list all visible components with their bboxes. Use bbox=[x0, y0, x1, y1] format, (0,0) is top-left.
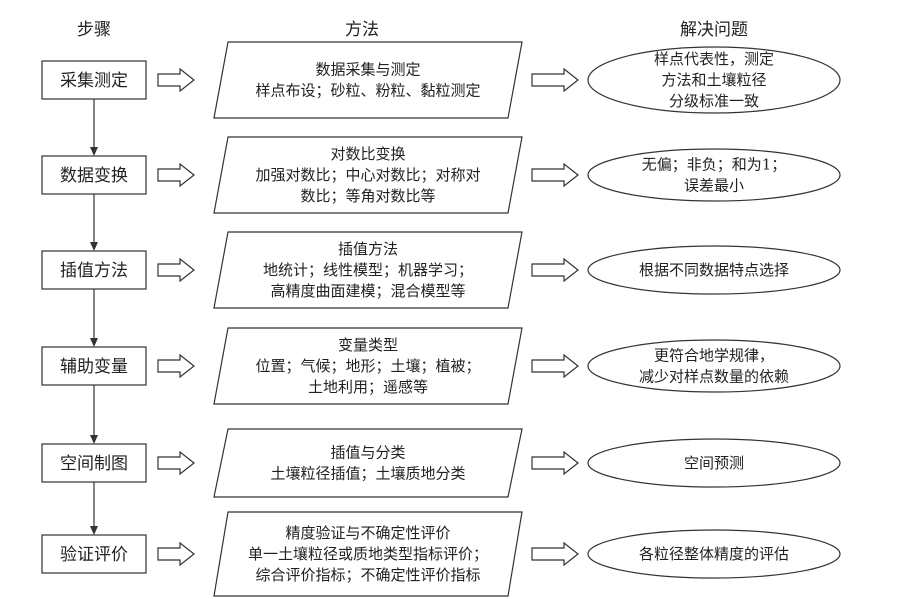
open-arrow-icon bbox=[531, 257, 579, 283]
step-label: 空间制图 bbox=[60, 454, 128, 474]
arrowhead-down-icon bbox=[90, 526, 98, 535]
method-box bbox=[213, 511, 523, 597]
method-text-line: 数比；等角对数比等 bbox=[300, 187, 435, 205]
open-arrow-icon bbox=[157, 162, 195, 188]
open-arrow-icon bbox=[531, 162, 579, 188]
step-label: 插值方法 bbox=[60, 261, 128, 281]
step-box bbox=[41, 346, 147, 386]
method-text-line: 插值与分类 bbox=[330, 444, 405, 462]
problem-text-line: 样点代表性，测定 bbox=[654, 50, 774, 68]
problem-ellipse bbox=[587, 148, 841, 202]
method-text-line: 地统计；线性模型；机器学习； bbox=[263, 261, 473, 279]
problem-text-line: 分级标准一致 bbox=[669, 92, 759, 110]
arrowhead-down-icon bbox=[90, 338, 98, 347]
method-text-line: 单一土壤粒径或质地类型指标评价； bbox=[248, 545, 488, 563]
open-arrow-icon bbox=[531, 541, 579, 567]
problem-text-line: 根据不同数据特点选择 bbox=[639, 261, 789, 279]
problem-ellipse bbox=[587, 339, 841, 393]
method-box bbox=[213, 231, 523, 309]
method-text-line: 加强对数比；中心对数比；对称对 bbox=[255, 166, 480, 184]
problem-text-line: 方法和土壤粒径 bbox=[661, 71, 766, 89]
method-box bbox=[213, 41, 523, 119]
step-box bbox=[41, 155, 147, 195]
method-text-line: 样点布设；砂粒、粉粒、黏粒测定 bbox=[255, 82, 480, 100]
method-text-line: 变量类型 bbox=[338, 336, 398, 354]
problem-ellipse bbox=[587, 438, 841, 488]
problem-ellipse bbox=[587, 46, 841, 114]
step-label: 辅助变量 bbox=[60, 357, 128, 377]
method-box bbox=[213, 428, 523, 498]
method-text-line: 土壤粒径插值；土壤质地分类 bbox=[270, 465, 465, 483]
problem-text-line: 各粒径整体精度的评估 bbox=[639, 545, 789, 563]
problem-text-line: 更符合地学规律， bbox=[654, 347, 774, 365]
arrowhead-down-icon bbox=[90, 147, 98, 156]
method-text-line: 高精度曲面建模；混合模型等 bbox=[270, 282, 465, 300]
arrowhead-down-icon bbox=[90, 435, 98, 444]
arrowhead-down-icon bbox=[90, 242, 98, 251]
method-text-line: 插值方法 bbox=[338, 240, 398, 258]
open-arrow-icon bbox=[157, 541, 195, 567]
method-box bbox=[213, 136, 523, 214]
step-label: 验证评价 bbox=[60, 545, 128, 565]
method-text-line: 位置；气候；地形；土壤；植被； bbox=[255, 357, 480, 375]
step-box bbox=[41, 534, 147, 574]
method-box bbox=[213, 327, 523, 405]
header-methods: 方法 bbox=[345, 20, 379, 40]
step-label: 数据变换 bbox=[60, 166, 128, 186]
problem-ellipse bbox=[587, 245, 841, 295]
header-steps: 步骤 bbox=[77, 20, 111, 40]
method-text-line: 综合评价指标；不确定性评价指标 bbox=[255, 566, 480, 584]
method-text-line: 精度验证与不确定性评价 bbox=[285, 524, 450, 542]
step-label: 采集测定 bbox=[60, 71, 128, 91]
header-problems: 解决问题 bbox=[680, 20, 748, 40]
flow-row: 插值方法插值方法地统计；线性模型；机器学习；高精度曲面建模；混合模型等根据不同数… bbox=[41, 231, 841, 347]
step-box bbox=[41, 60, 147, 100]
open-arrow-icon bbox=[531, 67, 579, 93]
method-text-line: 土地利用；遥感等 bbox=[308, 378, 428, 396]
problem-text-line: 空间预测 bbox=[684, 454, 744, 472]
problem-text-line: 减少对样点数量的依赖 bbox=[639, 368, 789, 386]
step-box bbox=[41, 250, 147, 290]
problem-text-line: 无偏；非负；和为1； bbox=[642, 156, 787, 174]
method-text-line: 数据采集与测定 bbox=[315, 61, 420, 79]
open-arrow-icon bbox=[531, 450, 579, 476]
open-arrow-icon bbox=[157, 67, 195, 93]
step-box bbox=[41, 443, 147, 483]
open-arrow-icon bbox=[157, 450, 195, 476]
method-text-line: 对数比变换 bbox=[330, 145, 405, 163]
open-arrow-icon bbox=[157, 353, 195, 379]
problem-text-line: 误差最小 bbox=[684, 177, 744, 195]
open-arrow-icon bbox=[157, 257, 195, 283]
open-arrow-icon bbox=[531, 353, 579, 379]
problem-ellipse bbox=[587, 529, 841, 579]
